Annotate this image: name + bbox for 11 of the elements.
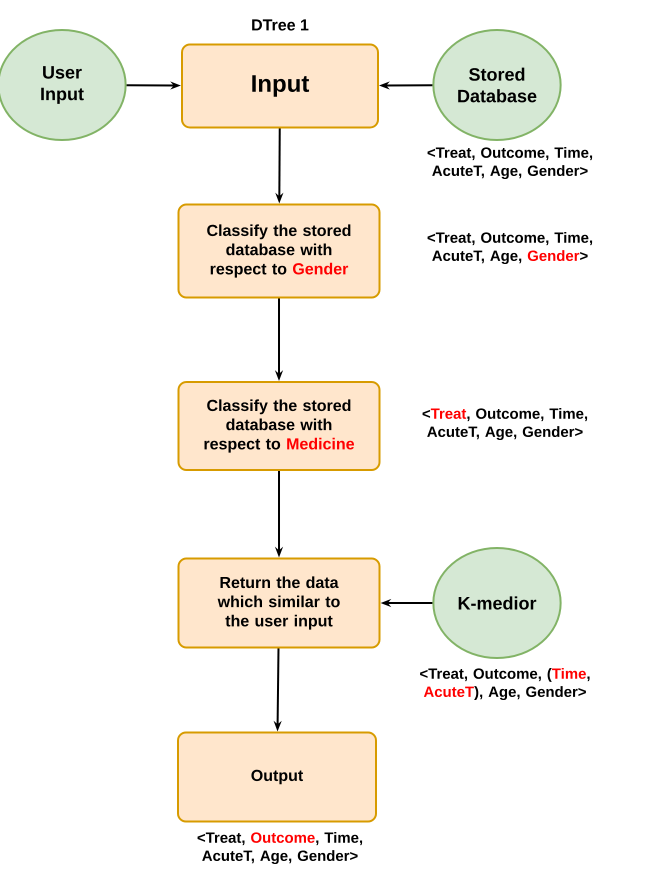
attribute-list: <Treat, Outcome, Time, AcuteT, Age, Gender>: [428, 232, 592, 264]
attribute-list: <Treat, Outcome, (Time, AcuteT), Age, Gender>: [420, 668, 590, 700]
attribute-list: <Treat, Outcome, Time, AcuteT, Age, Gender>: [198, 832, 362, 864]
process-box: Return the data which similar to the user input: [178, 558, 380, 648]
attribute-list: <Treat, Outcome, Time, AcuteT, Age, Gender>: [428, 146, 592, 180]
attribute-list: <Treat, Outcome, Time, AcuteT, Age, Gender>: [422, 408, 588, 440]
process-box: Classify the stored database with respect to Medicine: [178, 381, 380, 471]
diagram-title: DTree 1: [252, 19, 308, 31]
process-box: Classify the stored database with respect to Gender: [178, 204, 380, 298]
process-box: Output: [177, 732, 377, 822]
process-box: Input: [181, 44, 379, 128]
